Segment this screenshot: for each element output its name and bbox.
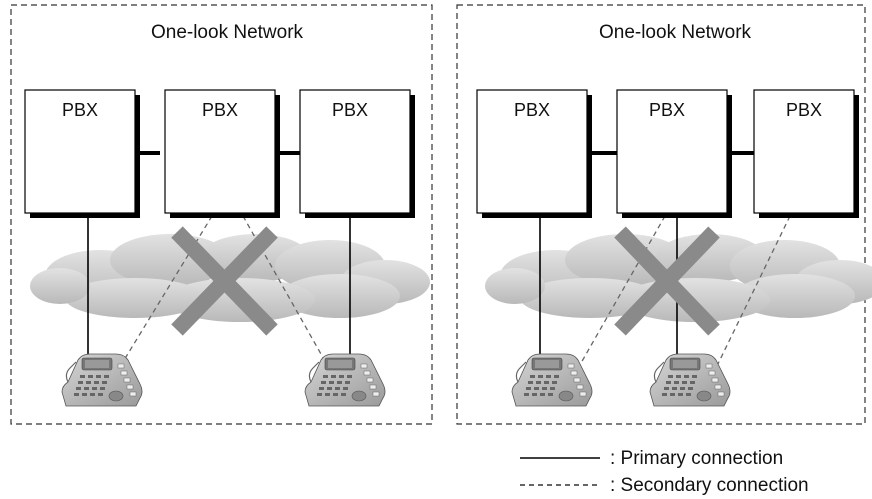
left-phone-2-icon xyxy=(304,353,386,407)
right-cross-icon xyxy=(614,226,720,336)
pbx-label: PBX xyxy=(332,100,368,120)
left-cross-icon xyxy=(171,226,278,336)
left-pbx-2: PBX xyxy=(164,89,280,218)
legend-primary-label: : Primary connection xyxy=(610,448,783,469)
pbx-label: PBX xyxy=(62,100,98,120)
right-phone-1-icon xyxy=(511,353,593,407)
left-phone-1-icon xyxy=(61,353,143,407)
pbx-label: PBX xyxy=(514,100,550,120)
right-pbx-2: PBX xyxy=(616,89,732,218)
left-network-frame xyxy=(10,4,433,425)
pbx-label: PBX xyxy=(202,100,238,120)
left-pbx-3: PBX xyxy=(299,89,415,218)
pbx-label: PBX xyxy=(786,100,822,120)
right-secondary-link-2 xyxy=(714,215,791,371)
right-phone-2-icon xyxy=(649,353,731,407)
right-secondary-link-1 xyxy=(576,215,666,371)
pbx-label: PBX xyxy=(649,100,685,120)
left-pbx-1: PBX xyxy=(24,89,140,218)
left-network-title: One-look Network xyxy=(151,22,304,43)
right-pbx-1: PBX xyxy=(476,89,592,218)
right-network-frame xyxy=(456,4,866,425)
right-pbx-3: PBX xyxy=(753,89,859,218)
legend-secondary-label: : Secondary connection xyxy=(610,475,809,496)
right-network-title: One-look Network xyxy=(599,22,752,43)
